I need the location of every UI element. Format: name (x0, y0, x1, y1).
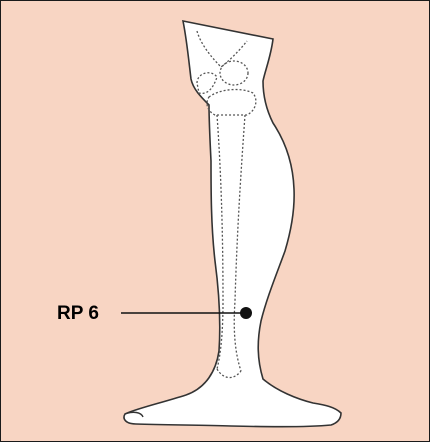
rp6-point-marker (240, 307, 252, 319)
rp6-label: RP 6 (57, 303, 99, 324)
